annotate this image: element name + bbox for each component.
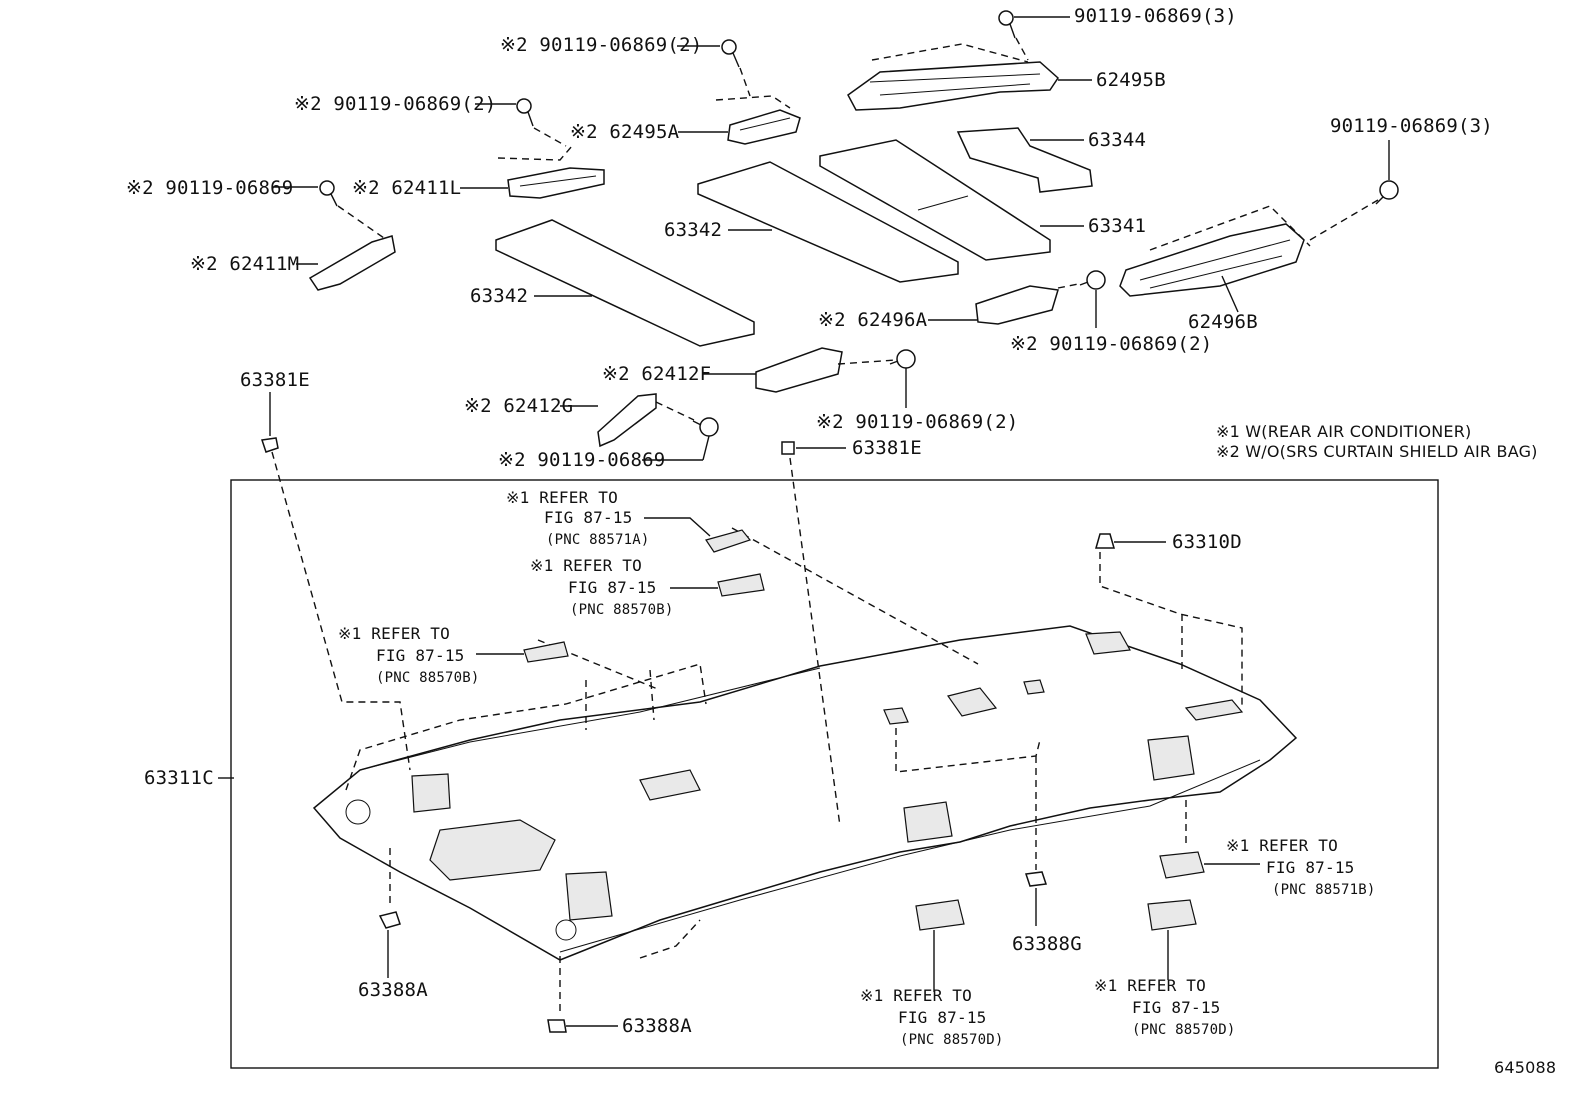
label-63342-mid: 63342 — [664, 219, 723, 241]
note-2: ※2 W/O(SRS CURTAIN SHIELD AIR BAG) — [1216, 442, 1538, 461]
ref-part-88570D-center — [915, 899, 965, 931]
clip-63381E-center — [781, 441, 795, 455]
figure-number: 645088 — [1494, 1058, 1557, 1077]
screw-icon-62412F — [889, 349, 916, 369]
bracket-62411L — [507, 167, 605, 199]
clip-63310D — [1095, 533, 1115, 549]
label-63341: 63341 — [1088, 215, 1147, 237]
screw-icon-62412G — [692, 417, 719, 437]
ref-part-88571B — [1159, 851, 1205, 879]
label-63388A-left: 63388A — [358, 979, 428, 1001]
label-62496B: 62496B — [1188, 311, 1258, 333]
bracket-62412G — [597, 393, 657, 448]
refer-line1: ※1 REFER TO — [506, 488, 618, 507]
label-90119-06869-2-d: ※2 90119-06869(2) — [816, 411, 1019, 433]
label-62495B: 62495B — [1096, 69, 1166, 91]
label-62411L: ※2 62411L — [352, 177, 462, 199]
refer-line1: ※1 REFER TO — [338, 624, 450, 643]
refer-line3: (PNC 88570B) — [376, 670, 480, 686]
label-62412G: ※2 62412G — [464, 395, 574, 417]
refer-line3: (PNC 88571B) — [1272, 882, 1376, 898]
note-1: ※1 W(REAR AIR CONDITIONER) — [1216, 422, 1472, 441]
bracket-62412F — [755, 347, 843, 393]
bracket-62495A — [727, 109, 801, 145]
refer-line1: ※1 REFER TO — [1094, 976, 1206, 995]
clip-63388A-left — [378, 911, 401, 929]
label-62496A: ※2 62496A — [818, 309, 928, 331]
refer-line2: FIG 87-15 — [568, 578, 657, 597]
screw-icon-top — [998, 10, 1016, 39]
bracket-62495B — [847, 61, 1059, 111]
pad-63344 — [956, 127, 1093, 193]
panel-63342-front — [495, 219, 755, 347]
refer-line3: (PNC 88570D) — [900, 1032, 1004, 1048]
ref-part-88570D-right — [1147, 899, 1197, 931]
clip-63388G — [1024, 871, 1048, 887]
label-63381E-left: 63381E — [240, 369, 310, 391]
label-62495A: ※2 62495A — [570, 121, 680, 143]
label-63388A-bottom: 63388A — [622, 1015, 692, 1037]
panel-63341 — [819, 139, 1051, 261]
label-63344: 63344 — [1088, 129, 1147, 151]
label-90119-06869-2-c: ※2 90119-06869(2) — [1010, 333, 1213, 355]
label-62411M: ※2 62411M — [190, 253, 300, 275]
refer-line3: (PNC 88570D) — [1132, 1022, 1236, 1038]
refer-line3: (PNC 88571A) — [546, 532, 650, 548]
screw-icon-c — [319, 180, 338, 207]
label-90119-06869-2-b: ※2 90119-06869(2) — [294, 93, 497, 115]
label-63311C: 63311C — [144, 767, 214, 789]
label-62412F: ※2 62412F — [602, 363, 712, 385]
label-90119-06869-3-right: 90119-06869(3) — [1330, 115, 1493, 137]
label-90119-06869-d: ※2 90119-06869 — [498, 449, 666, 471]
panel-63342-mid — [697, 161, 959, 283]
refer-line1: ※1 REFER TO — [1226, 836, 1338, 855]
screw-icon-right — [1375, 180, 1399, 205]
bracket-62496B — [1119, 223, 1305, 297]
screw-icon-a — [721, 39, 740, 68]
screw-icon-b — [516, 98, 534, 127]
assembly-frame — [230, 479, 1439, 1069]
label-63310D: 63310D — [1172, 531, 1242, 553]
refer-line2: FIG 87-15 — [1266, 858, 1355, 877]
refer-line1: ※1 REFER TO — [860, 986, 972, 1005]
clip-63388A-bottom — [547, 1019, 567, 1033]
refer-line1: ※1 REFER TO — [530, 556, 642, 575]
ref-part-88570B-upper — [717, 573, 765, 597]
label-63388G: 63388G — [1012, 933, 1082, 955]
bracket-62496A — [975, 285, 1059, 325]
screw-icon-62496A — [1079, 270, 1106, 290]
label-63342-front: 63342 — [470, 285, 529, 307]
clip-63381E-left — [261, 437, 279, 453]
label-90119-06869-c: ※2 90119-06869 — [126, 177, 294, 199]
ref-part-88570B-left — [523, 641, 569, 663]
refer-line2: FIG 87-15 — [898, 1008, 987, 1027]
label-63381E-center: 63381E — [852, 437, 922, 459]
ref-part-88571A — [705, 529, 752, 553]
refer-line3: (PNC 88570B) — [570, 602, 674, 618]
refer-line2: FIG 87-15 — [376, 646, 465, 665]
refer-line2: FIG 87-15 — [544, 508, 633, 527]
refer-line2: FIG 87-15 — [1132, 998, 1221, 1017]
label-90119-06869-3-top: 90119-06869(3) — [1074, 5, 1237, 27]
label-90119-06869-2-a: ※2 90119-06869(2) — [500, 34, 703, 56]
headliner-63311C — [312, 625, 1298, 961]
bracket-62411M — [308, 235, 396, 291]
